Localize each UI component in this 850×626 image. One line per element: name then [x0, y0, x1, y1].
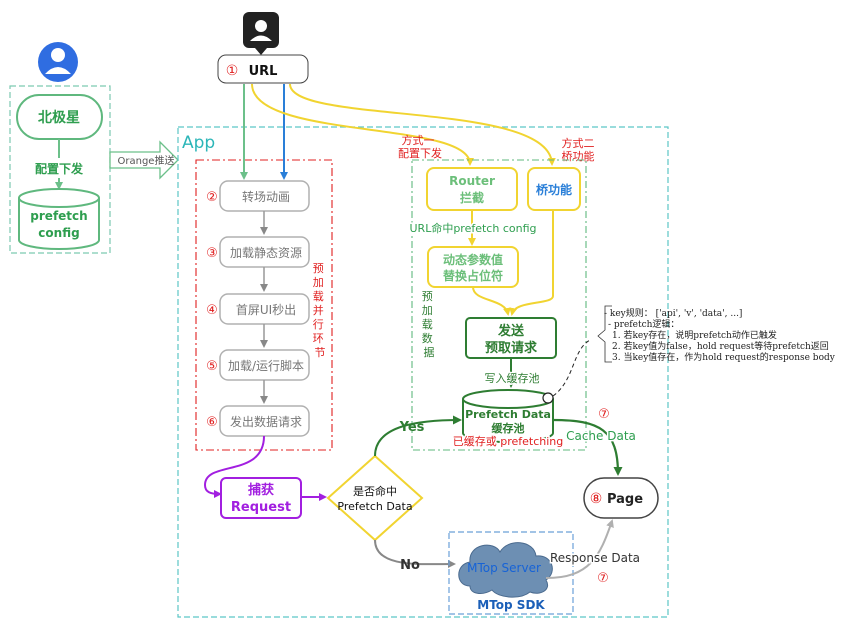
method2-line2: 桥功能 — [562, 149, 595, 163]
step-3-number: ③ — [206, 246, 218, 261]
mtop-server-label: MTop Server — [467, 561, 541, 575]
step-2-number: ② — [206, 190, 218, 205]
page-node[interactable] — [583, 477, 659, 519]
beijixing-title: 北极星 — [38, 109, 80, 126]
url-hit-label: URL命中prefetch config — [410, 221, 537, 235]
decision-line1: 是否命中 — [353, 484, 397, 498]
orange-push-label: Orange推送 — [118, 154, 175, 167]
method1-line2: 配置下发 — [398, 146, 442, 160]
step-6-number: ⑥ — [206, 415, 218, 430]
cache-data-label: Cache Data — [566, 429, 636, 443]
prefetch-config-label2: config — [38, 226, 79, 240]
cache-line1: Prefetch Data — [465, 408, 551, 421]
capture-line1: 捕获 — [248, 482, 274, 498]
capture-line2: Request — [231, 500, 291, 515]
step-4-label: 首屏UI秒出 — [236, 303, 296, 317]
step-5-label: 加载/运行脚本 — [228, 358, 304, 373]
url-label: URL — [249, 64, 278, 79]
cache-line2: 缓存池 — [492, 421, 525, 435]
no-label: No — [400, 558, 420, 573]
send-line1: 发送 — [497, 323, 525, 339]
prefetch-config-cylinder — [18, 188, 100, 250]
preload-parallel-panel — [195, 159, 333, 451]
write-cache-label: 写入缓存池 — [485, 371, 540, 385]
step-6-label: 发出数据请求 — [230, 414, 302, 429]
preload-data-label: 预 加 载 数 据 — [422, 290, 437, 359]
orange-push-arrow — [109, 140, 179, 180]
cached-or-prefetching: 已缓存或 prefetching — [453, 434, 564, 448]
url-step-number: ① — [226, 63, 239, 79]
bridge-label: 桥功能 — [536, 182, 572, 197]
beijixing-avatar-icon — [38, 42, 78, 82]
yes-label: Yes — [399, 420, 425, 435]
dynamic-line1: 动态参数值 — [443, 252, 503, 267]
beijixing-action: 配置下发 — [35, 161, 84, 176]
step-2-label: 转场动画 — [242, 189, 290, 204]
decision-diamond — [326, 454, 424, 542]
app-label: App — [182, 133, 215, 153]
cache-data-number: ⑦ — [598, 407, 610, 422]
key-rules-note: - key规则： ['api', 'v', 'data', ...] - pre… — [604, 307, 836, 363]
response-data-label: Response Data — [550, 551, 640, 565]
preload-parallel-label: 预 加 载 并 行 环 节 — [313, 262, 328, 359]
router-line1: Router — [449, 174, 495, 188]
cache-cylinder — [462, 389, 554, 443]
method1-line1: 方式一 — [402, 133, 435, 147]
app-container — [177, 126, 669, 618]
decision-line2: Prefetch Data — [337, 500, 412, 513]
cloud-icon — [458, 542, 553, 598]
page-label: Page — [607, 492, 643, 507]
beijixing-panel — [9, 85, 111, 254]
user-icon — [243, 12, 279, 55]
page-number: ⑧ — [590, 491, 603, 507]
response-data-number: ⑦ — [597, 571, 609, 586]
step-3-label: 加载静态资源 — [230, 246, 302, 260]
note-anchor — [542, 392, 554, 404]
step-5-number: ⑤ — [206, 359, 218, 374]
send-line2: 预取请求 — [485, 340, 538, 356]
method2-line1: 方式二 — [562, 136, 595, 150]
url-box[interactable] — [217, 54, 309, 84]
step-4-number: ④ — [206, 303, 218, 318]
router-line2: 拦截 — [460, 190, 484, 205]
preload-data-panel — [411, 159, 587, 451]
prefetch-config-label1: prefetch — [30, 209, 87, 223]
dynamic-line2: 替换占位符 — [443, 268, 503, 283]
mtop-sdk-label: MTop SDK — [477, 598, 545, 612]
